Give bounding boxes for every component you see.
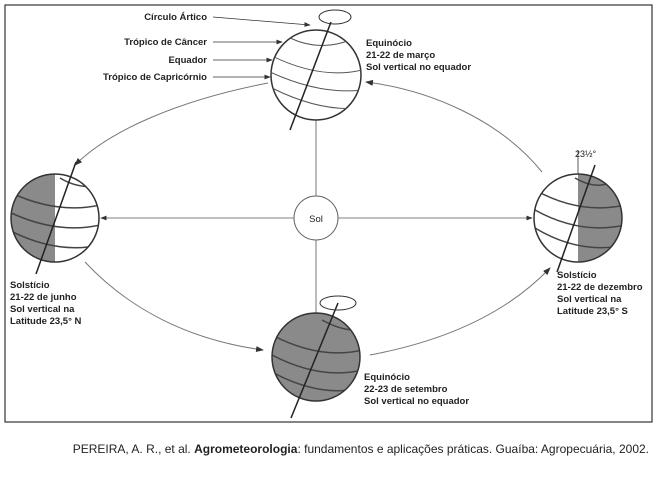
globe-june (10, 161, 100, 275)
sun (293, 195, 339, 241)
june-latitude: Latitude 23,5° N (10, 316, 82, 327)
label-equator: Equador (168, 55, 207, 66)
label-tropic-cancer: Trópico de Câncer (124, 37, 207, 48)
latitude-labels: Círculo Ártico Trópico de Câncer Equador… (103, 12, 207, 83)
march-date: 21-22 de março (366, 50, 435, 61)
globe-march (270, 9, 362, 131)
december-title: Solstício (557, 270, 597, 281)
september-date: 22-23 de setembro (364, 384, 448, 395)
label-arctic-circle: Círculo Ártico (144, 12, 207, 23)
sun-rays (100, 89, 533, 313)
june-label: Solstício 21-22 de junho Sol vertical na… (10, 280, 82, 327)
march-title: Equinócio (366, 38, 412, 49)
december-desc: Sol vertical na (557, 294, 622, 305)
september-title: Equinócio (364, 372, 410, 383)
sun-label: Sol (309, 214, 323, 225)
june-desc: Sol vertical na (10, 304, 75, 315)
june-date: 21-22 de junho (10, 292, 77, 303)
source-caption: PEREIRA, A. R., et al. Agrometeorologia:… (9, 440, 649, 459)
december-latitude: Latitude 23,5° S (557, 306, 628, 317)
orbit (74, 79, 551, 356)
caption-title: Agrometeorologia (194, 442, 298, 456)
caption-rest: : fundamentos e aplicações práticas. Gua… (297, 442, 649, 456)
december-date: 21-22 de dezembro (557, 282, 643, 293)
frame (4, 4, 653, 423)
september-desc: Sol vertical no equador (364, 396, 469, 407)
september-label: Equinócio 22-23 de setembro Sol vertical… (364, 372, 469, 407)
december-label: Solstício 21-22 de dezembro Sol vertical… (557, 270, 643, 317)
globe-december: 23½° (533, 149, 623, 273)
june-title: Solstício (10, 280, 50, 291)
tilt-angle-label: 23½° (575, 149, 597, 159)
march-desc: Sol vertical no equador (366, 62, 471, 73)
caption-authors: PEREIRA, A. R., et al. (72, 442, 195, 456)
latitude-pointers (212, 16, 311, 80)
march-label: Equinócio 21-22 de março Sol vertical no… (366, 38, 471, 73)
globe-september (271, 295, 361, 419)
label-tropic-capricorn: Trópico de Capricórnio (103, 72, 207, 83)
